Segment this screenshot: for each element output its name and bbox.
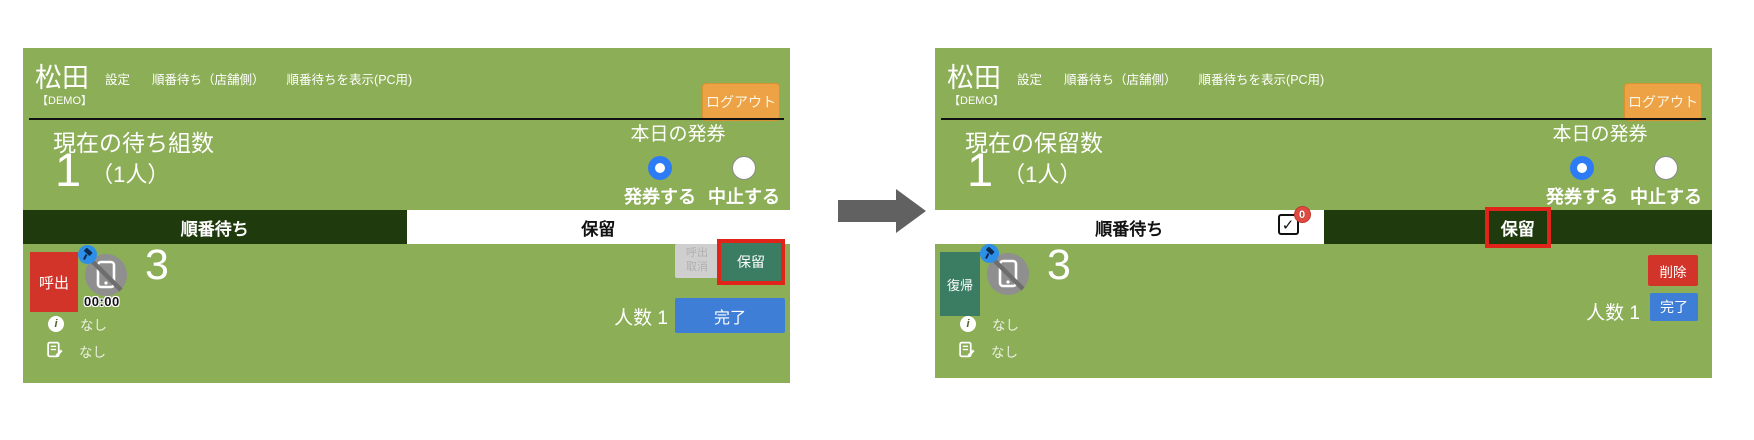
- notification-badge-icon: [980, 244, 999, 263]
- nav-item-settings[interactable]: 設定: [105, 73, 131, 87]
- done-button[interactable]: 完了: [1650, 293, 1698, 321]
- header-divider: [941, 118, 1706, 120]
- tab-waiting[interactable]: 順番待ち: [23, 210, 407, 244]
- queue-app-panel-hold: 松田 【DEMO】 設定 順番待ち（店舗側） 順番待ちを表示(PC用) ログアウ…: [935, 48, 1712, 378]
- queue-tabs: 順番待ち 保留: [23, 210, 790, 244]
- info-row: i なし: [48, 314, 107, 334]
- info-row: i なし: [960, 314, 1019, 334]
- store-name: 松田: [947, 63, 1001, 93]
- tab-hold[interactable]: 保留: [406, 210, 790, 244]
- nav-item-queue-display[interactable]: 順番待ちを表示(PC用): [286, 73, 413, 87]
- cancel-call-button[interactable]: 呼出 取消: [675, 244, 719, 278]
- phone-off-icon: [78, 245, 129, 298]
- people-count: 人数 1: [1586, 303, 1640, 324]
- tab-waiting-label: 順番待ち: [1095, 219, 1164, 239]
- ticketing-radio-group: 発券する 中止する: [1494, 156, 1706, 209]
- radio-option-stop[interactable]: 中止する: [708, 156, 780, 209]
- memo-value: なし: [79, 345, 106, 360]
- call-button[interactable]: 呼出: [30, 252, 78, 312]
- ticket-number: 3: [145, 241, 169, 289]
- cancel-call-line1: 呼出: [686, 247, 708, 260]
- ticket-number: 3: [1047, 241, 1071, 289]
- radio-issue-selected-icon[interactable]: [1570, 156, 1594, 180]
- people-count: 人数 1: [614, 308, 668, 329]
- tab-hold-label-highlighted: 保留: [1484, 206, 1551, 248]
- queue-tabs: 順番待ち ✓ 0 保留: [935, 206, 1712, 248]
- transition-arrow-icon: [838, 200, 896, 222]
- nav-item-settings[interactable]: 設定: [1017, 73, 1043, 87]
- logout-button[interactable]: ログアウト: [1624, 83, 1702, 121]
- radio-issue-selected-icon[interactable]: [648, 156, 672, 180]
- top-nav: 設定 順番待ち（店舗側） 順番待ちを表示(PC用): [1017, 69, 1324, 88]
- hold-count-number: 1: [967, 143, 994, 196]
- ticketing-section: 本日の発券 発券する 中止する: [572, 119, 784, 209]
- info-value: なし: [80, 318, 107, 333]
- done-button[interactable]: 完了: [675, 298, 785, 333]
- waiting-checkbox[interactable]: ✓ 0: [1277, 206, 1311, 236]
- info-value: なし: [992, 318, 1019, 333]
- waiting-count: 1 （1人）: [55, 144, 169, 196]
- radio-option-issue[interactable]: 発券する: [624, 156, 696, 209]
- header-divider: [29, 118, 784, 120]
- ticketing-title: 本日の発券: [630, 124, 726, 145]
- logout-button[interactable]: ログアウト: [702, 83, 780, 121]
- restore-button[interactable]: 復帰: [940, 252, 980, 316]
- memo-row: なし: [958, 341, 1018, 361]
- memo-row: なし: [46, 341, 106, 361]
- page-title: 現在の保留数: [965, 130, 1103, 156]
- waiting-count-unit: （1人）: [91, 161, 170, 187]
- radio-stop-label: 中止する: [708, 187, 780, 207]
- radio-stop-unselected-icon[interactable]: [1654, 156, 1678, 180]
- tab-hold-label: 保留: [581, 219, 616, 239]
- hold-button-highlighted[interactable]: 保留: [717, 239, 785, 285]
- info-icon: i: [960, 316, 976, 332]
- delete-button[interactable]: 削除: [1648, 255, 1698, 286]
- radio-option-issue[interactable]: 発券する: [1546, 156, 1618, 209]
- radio-issue-label: 発券する: [1546, 187, 1618, 207]
- radio-option-stop[interactable]: 中止する: [1630, 156, 1702, 209]
- plan-label: 【DEMO】: [37, 95, 92, 107]
- waiting-zero-badge: 0: [1293, 206, 1311, 223]
- waiting-count-number: 1: [55, 143, 82, 196]
- memo-icon: [46, 341, 63, 361]
- tab-waiting[interactable]: 順番待ち ✓ 0: [935, 206, 1324, 244]
- store-name: 松田: [35, 63, 89, 93]
- wait-timer: 00:00: [84, 294, 120, 309]
- transition-arrow-head-icon: [896, 189, 926, 233]
- radio-stop-label: 中止する: [1630, 187, 1702, 207]
- top-nav: 設定 順番待ち（店舗側） 順番待ちを表示(PC用): [105, 69, 412, 88]
- memo-value: なし: [991, 345, 1018, 360]
- checkbox-check-icon: ✓: [1277, 214, 1299, 235]
- nav-item-queue-store[interactable]: 順番待ち（店舗側）: [1064, 73, 1177, 87]
- radio-issue-label: 発券する: [624, 187, 696, 207]
- page-title: 現在の待ち組数: [53, 130, 214, 156]
- hold-count: 1 （1人）: [967, 144, 1081, 196]
- radio-stop-unselected-icon[interactable]: [732, 156, 756, 180]
- hold-count-unit: （1人）: [1003, 161, 1082, 187]
- ticketing-title: 本日の発券: [1552, 124, 1648, 145]
- info-icon: i: [48, 316, 64, 332]
- nav-item-queue-store[interactable]: 順番待ち（店舗側）: [152, 73, 265, 87]
- ticketing-radio-group: 発券する 中止する: [572, 156, 784, 209]
- notification-badge-icon: [78, 245, 97, 264]
- tab-waiting-label: 順番待ち: [180, 219, 249, 239]
- plan-label: 【DEMO】: [949, 95, 1004, 107]
- ticketing-section: 本日の発券 発券する 中止する: [1494, 119, 1706, 209]
- nav-item-queue-display[interactable]: 順番待ちを表示(PC用): [1198, 73, 1325, 87]
- queue-app-panel-waiting: 松田 【DEMO】 設定 順番待ち（店舗側） 順番待ちを表示(PC用) ログアウ…: [23, 48, 790, 383]
- tab-hold-active[interactable]: 保留: [1323, 206, 1712, 248]
- memo-icon: [958, 341, 975, 361]
- cancel-call-line2: 取消: [686, 261, 708, 273]
- phone-off-icon: [980, 244, 1031, 297]
